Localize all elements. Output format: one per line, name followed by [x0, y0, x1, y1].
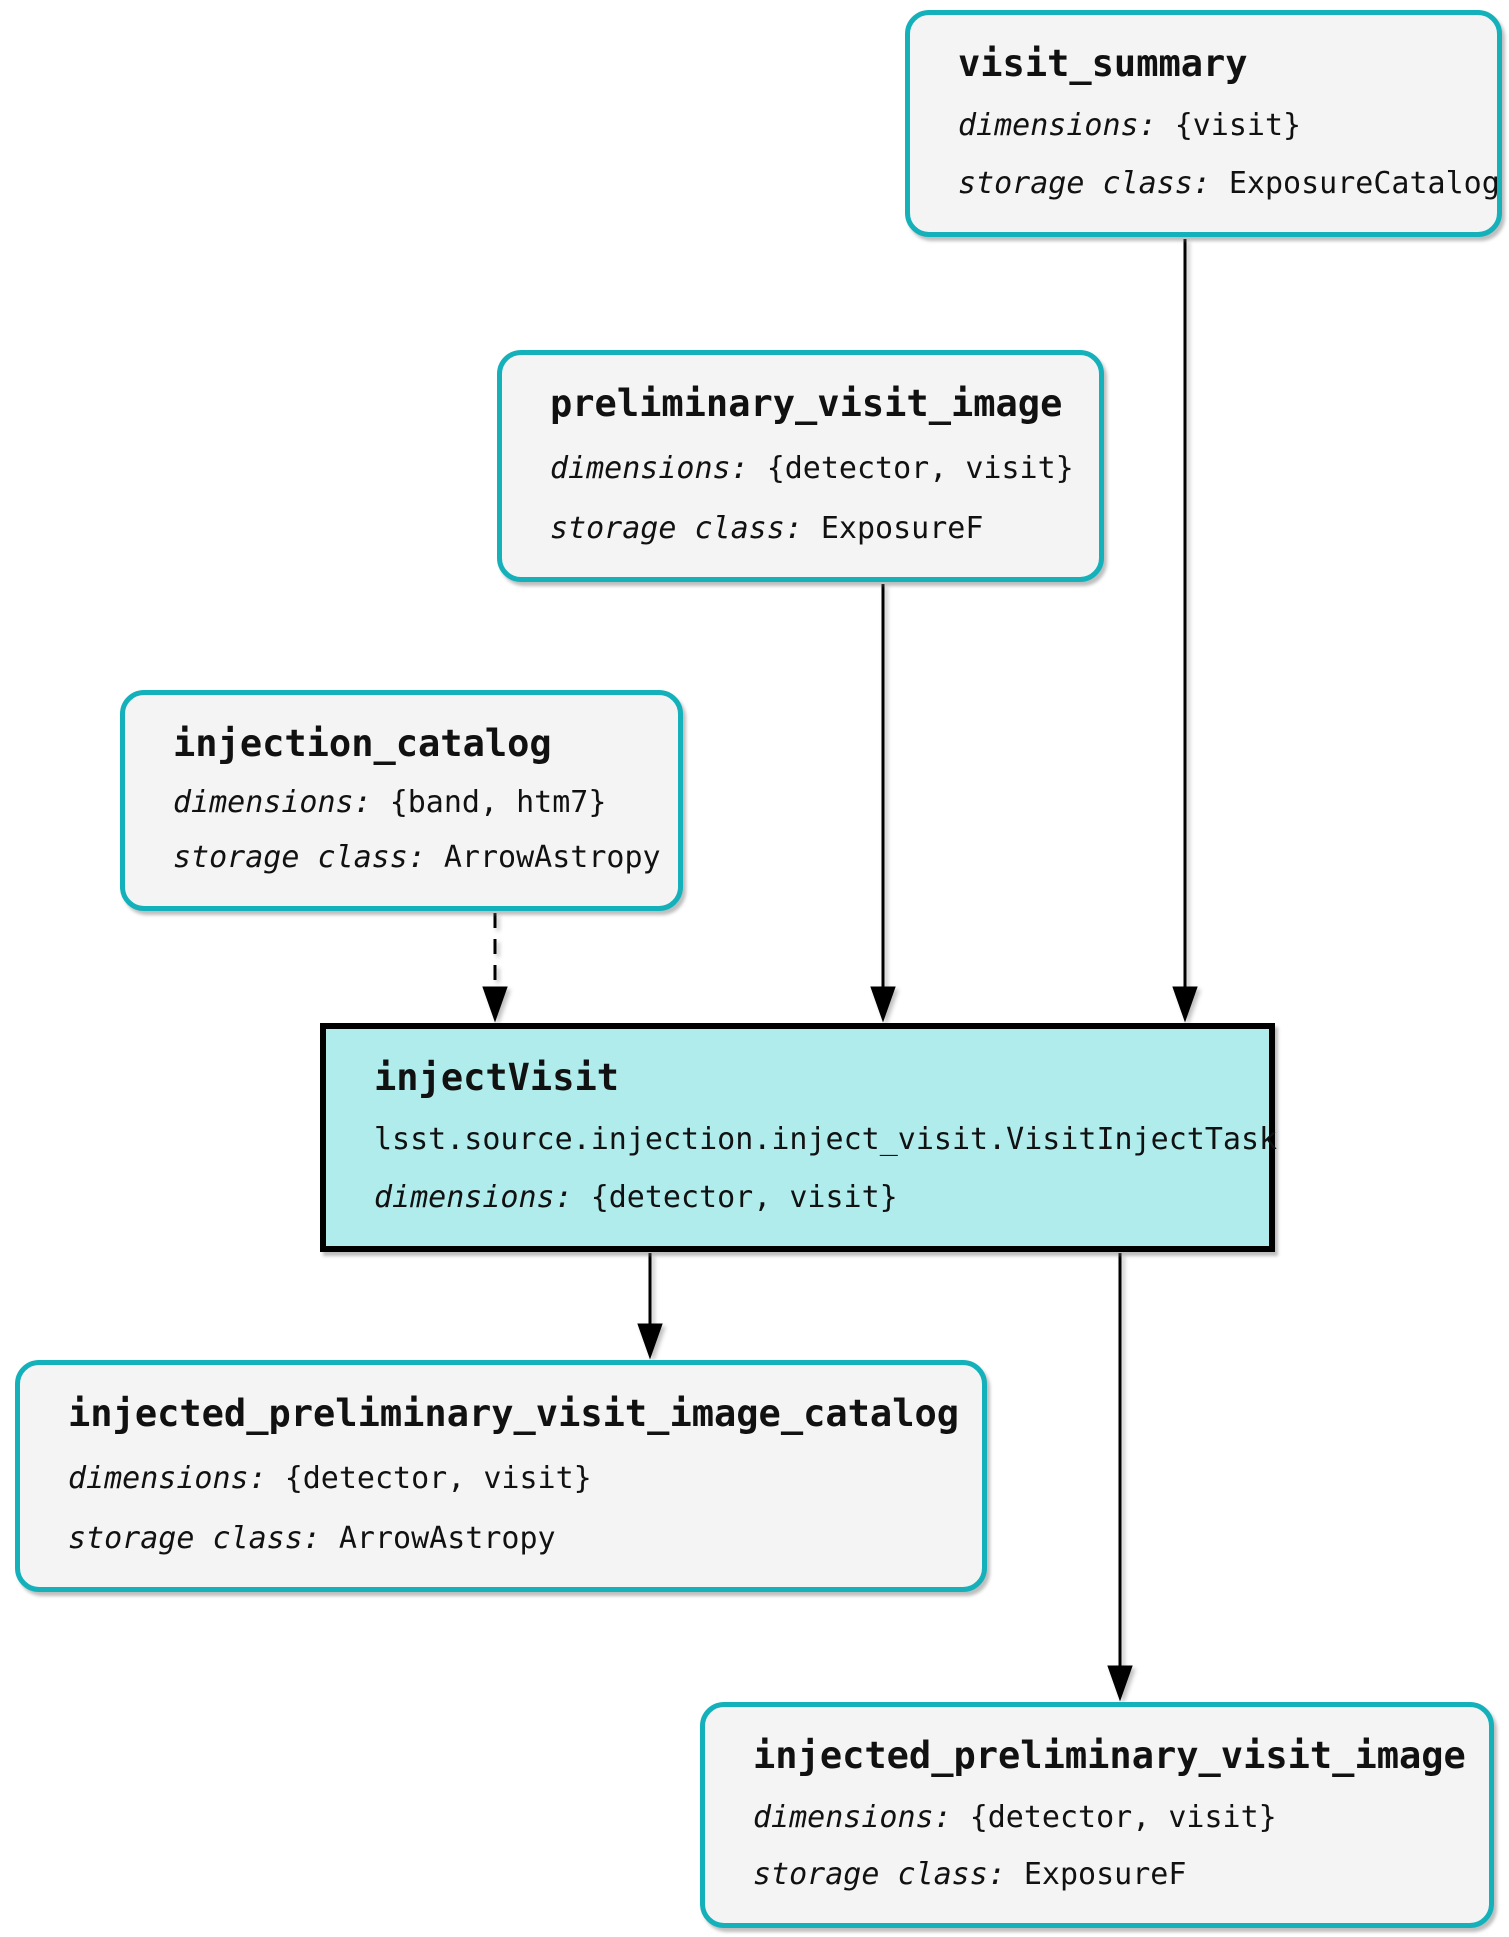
- edge-injectvisit-to-injected-image-arrowhead: [1107, 1665, 1133, 1702]
- node-injection-catalog-storage-class: storage class:ArrowAstropy: [173, 840, 661, 876]
- edge-injectvisit-to-injected-catalog-arrowhead: [637, 1323, 663, 1360]
- node-injected-preliminary-visit-image-dimensions: dimensions:{detector, visit}: [753, 1799, 1277, 1835]
- node-preliminary-visit-image-title: preliminary_visit_image: [550, 382, 1063, 425]
- node-visit-summary: visit_summary dimensions:{visit} storage…: [905, 10, 1502, 237]
- node-preliminary-visit-image-storage-class: storage class:ExposureF: [550, 511, 984, 547]
- node-injected-preliminary-visit-image-catalog-title: injected_preliminary_visit_image_catalog: [68, 1392, 960, 1435]
- node-injected-preliminary-visit-image-catalog-storage-class: storage class:ArrowAstropy: [68, 1521, 556, 1557]
- edge-preliminary-visit-image-to-injectvisit-arrowhead: [870, 986, 896, 1023]
- node-injectvisit-title: injectVisit: [374, 1056, 620, 1099]
- node-injected-preliminary-visit-image-catalog: injected_preliminary_visit_image_catalog…: [15, 1360, 987, 1592]
- node-injectvisit-task-class: lsst.source.injection.inject_visit.Visit…: [374, 1122, 1278, 1158]
- node-preliminary-visit-image-dimensions: dimensions:{detector, visit}: [550, 450, 1074, 486]
- node-preliminary-visit-image: preliminary_visit_image dimensions:{dete…: [497, 350, 1104, 582]
- node-injectvisit-task: injectVisit lsst.source.injection.inject…: [320, 1023, 1278, 1252]
- node-injection-catalog-title: injection_catalog: [173, 722, 552, 765]
- node-injection-catalog-dimensions: dimensions:{band, htm7}: [173, 785, 607, 821]
- node-injection-catalog: injection_catalog dimensions:{band, htm7…: [120, 690, 683, 911]
- node-injected-preliminary-visit-image-title: injected_preliminary_visit_image: [753, 1734, 1466, 1777]
- node-injected-preliminary-visit-image-catalog-dimensions: dimensions:{detector, visit}: [68, 1460, 592, 1496]
- edge-injection-catalog-to-injectvisit-arrowhead: [482, 986, 508, 1023]
- edge-visit-summary-to-injectvisit-arrowhead: [1172, 986, 1198, 1023]
- node-injectvisit-dimensions: dimensions:{detector, visit}: [374, 1180, 898, 1216]
- node-injected-preliminary-visit-image-storage-class: storage class:ExposureF: [753, 1857, 1187, 1893]
- node-injected-preliminary-visit-image: injected_preliminary_visit_image dimensi…: [700, 1702, 1494, 1928]
- node-visit-summary-storage-class: storage class:ExposureCatalog: [958, 166, 1500, 202]
- node-visit-summary-dimensions: dimensions:{visit}: [958, 108, 1302, 144]
- node-visit-summary-title: visit_summary: [958, 42, 1248, 85]
